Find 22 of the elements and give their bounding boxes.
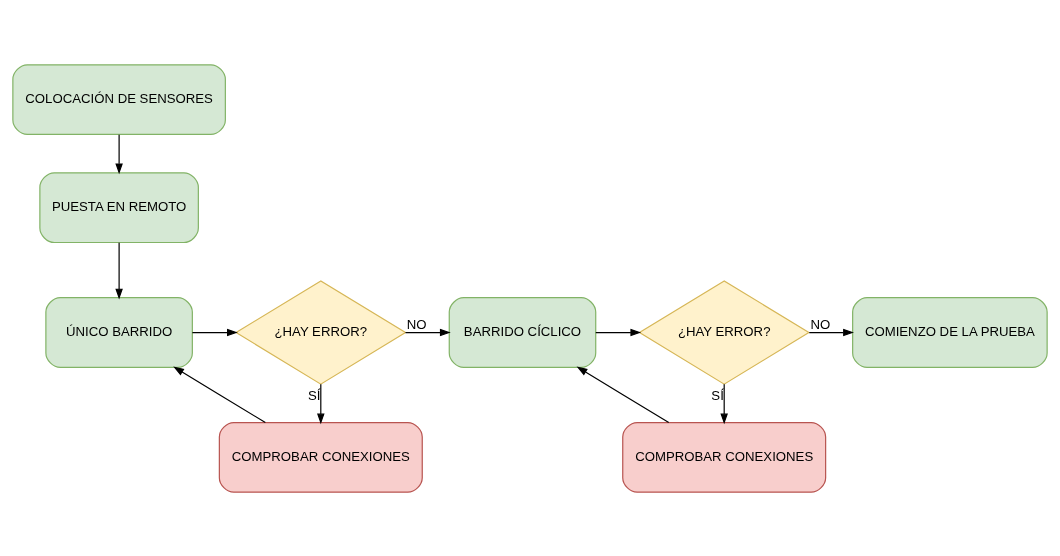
arrow — [720, 383, 728, 424]
arrow — [317, 383, 325, 424]
arrow — [191, 328, 238, 336]
arrow — [404, 328, 451, 336]
node-diamond: ¿HAY ERROR? — [234, 279, 407, 385]
arrow — [576, 366, 670, 423]
edge-label: SÍ — [711, 387, 724, 403]
node-box: COLOCACIÓN DE SENSORES — [12, 63, 226, 135]
arrow — [595, 328, 642, 336]
node-box: BARRIDO CÍCLICO — [448, 296, 597, 368]
node-box: ÚNICO BARRIDO — [45, 296, 193, 368]
edge-label: NO — [406, 316, 427, 332]
node-box: COMPROBAR CONEXIONES — [218, 421, 423, 493]
node-box: COMPROBAR CONEXIONES — [622, 421, 827, 493]
node-box: PUESTA EN REMOTO — [39, 171, 199, 243]
node-box: COMIENZO DE LA PRUEBA — [852, 296, 1048, 368]
edge-label: NO — [810, 316, 831, 332]
node-diamond: ¿HAY ERROR? — [638, 279, 811, 385]
arrow — [115, 133, 123, 174]
arrow — [808, 328, 854, 336]
arrow — [173, 366, 266, 423]
arrow — [115, 241, 123, 299]
